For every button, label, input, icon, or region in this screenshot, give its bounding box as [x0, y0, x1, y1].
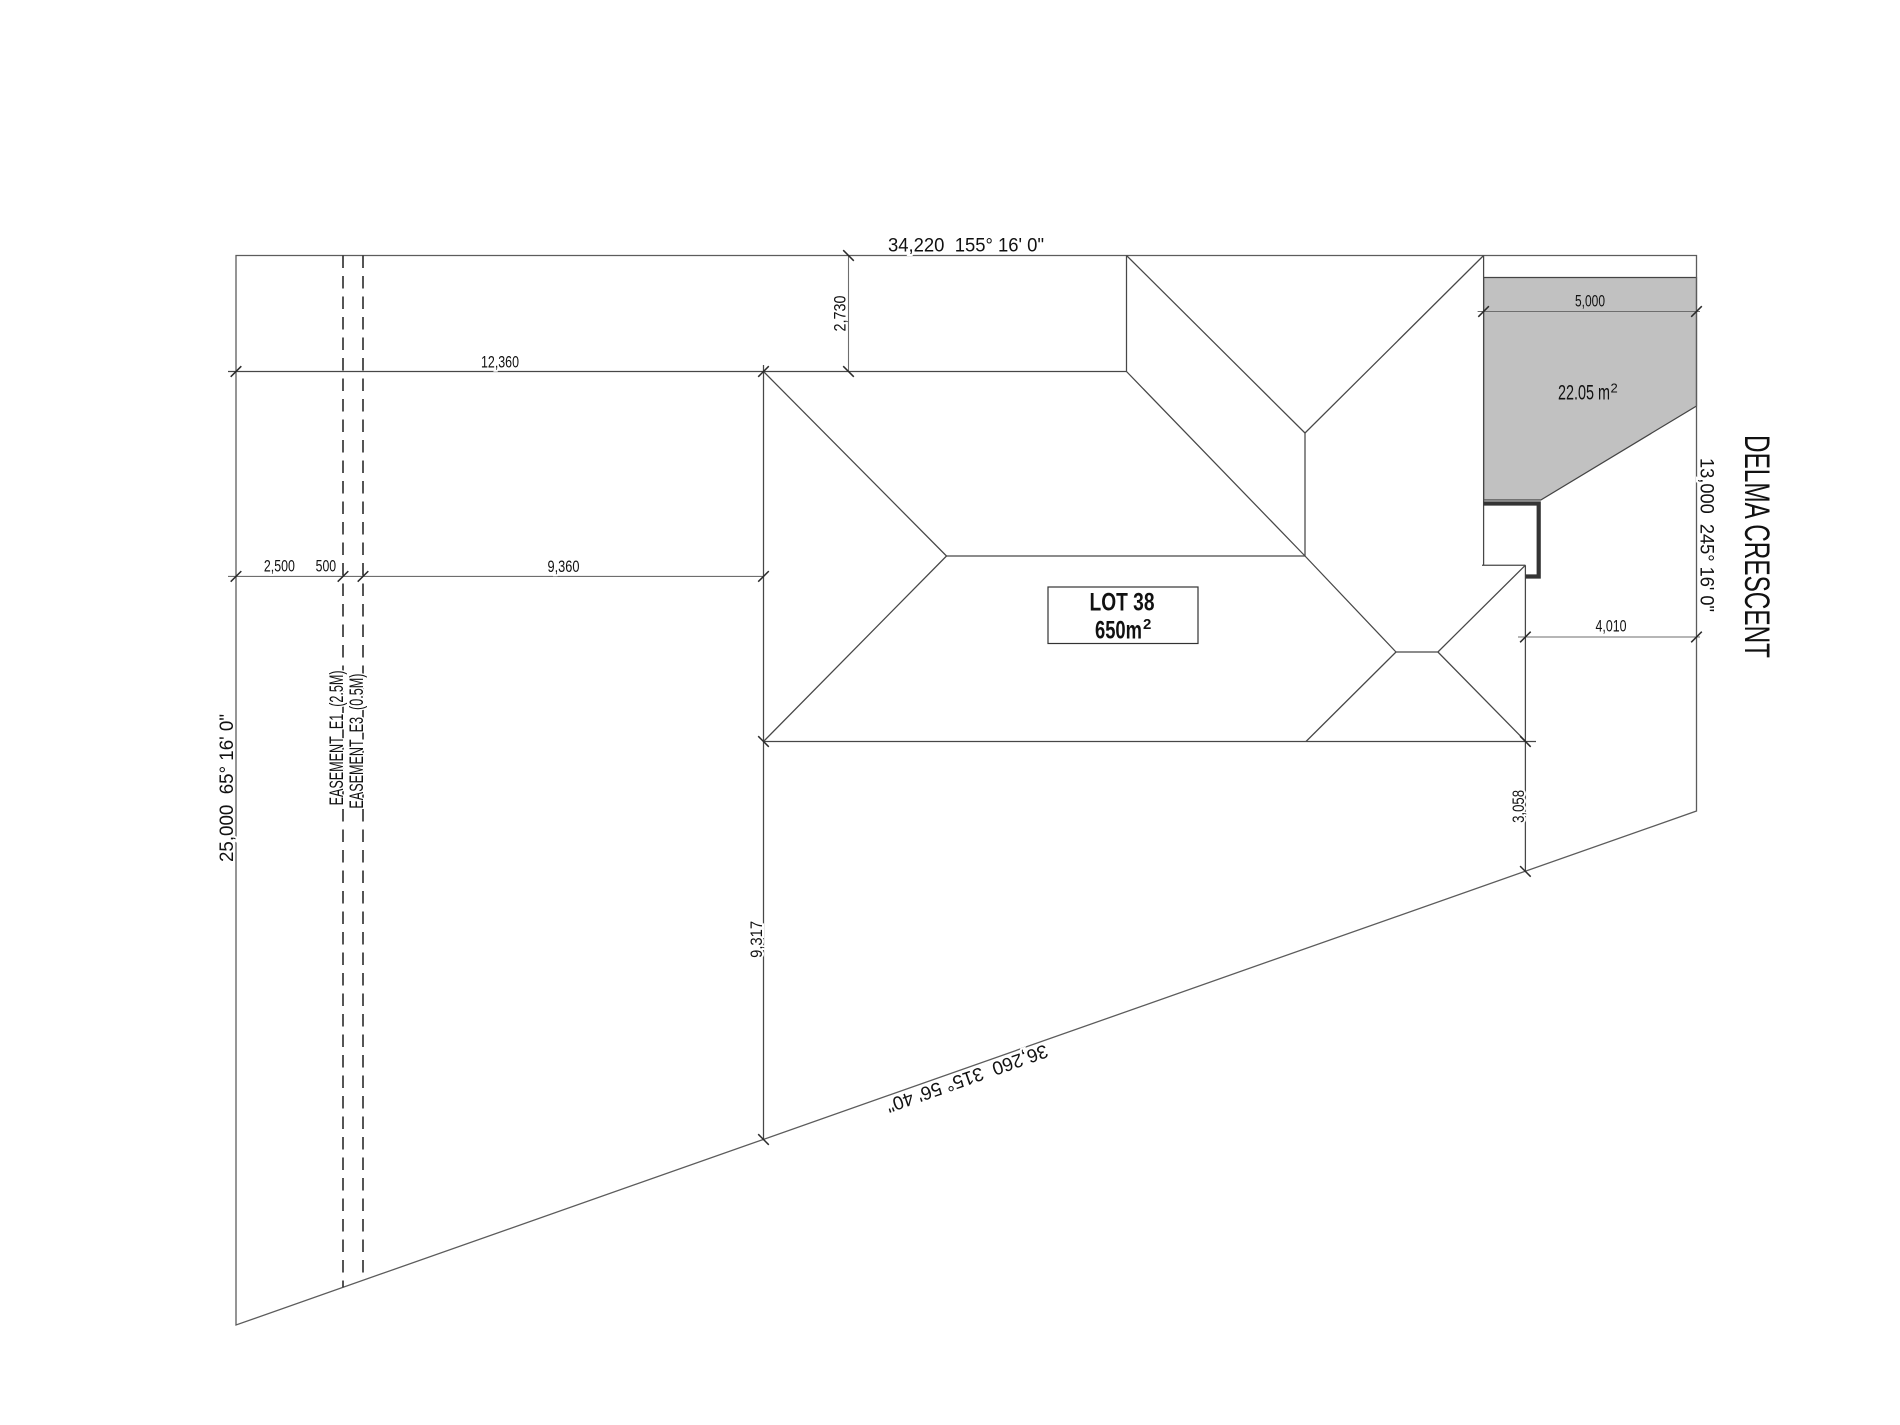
svg-text:5,000: 5,000 [1575, 292, 1605, 311]
svg-text:12,360: 12,360 [481, 353, 519, 372]
svg-text:25,000 65° 16' 0": 25,000 65° 16' 0" [217, 714, 238, 862]
svg-text:34,220 155° 16' 0": 34,220 155° 16' 0" [888, 236, 1044, 257]
svg-text:650m: 650m [1095, 617, 1142, 645]
svg-text:DELMA CRESCENT: DELMA CRESCENT [1737, 435, 1776, 658]
svg-text:2,500: 2,500 [264, 557, 295, 576]
svg-text:2,730: 2,730 [831, 296, 850, 332]
svg-text:500: 500 [316, 557, 337, 576]
svg-text:9,360: 9,360 [548, 557, 580, 576]
svg-text:2: 2 [1143, 616, 1151, 633]
svg-text:EASEMENT E3 (0.5M): EASEMENT E3 (0.5M) [347, 674, 368, 809]
svg-text:EASEMENT E1 (2.5M): EASEMENT E1 (2.5M) [327, 670, 348, 805]
svg-text:3,058: 3,058 [1509, 790, 1528, 823]
svg-text:4,010: 4,010 [1596, 617, 1627, 636]
svg-text:13,000 245° 16' 0": 13,000 245° 16' 0" [1696, 458, 1717, 612]
svg-text:9,317: 9,317 [747, 921, 766, 958]
svg-text:22.05 m: 22.05 m [1558, 382, 1610, 405]
svg-text:LOT 38: LOT 38 [1090, 589, 1155, 617]
svg-text:2: 2 [1611, 381, 1618, 396]
